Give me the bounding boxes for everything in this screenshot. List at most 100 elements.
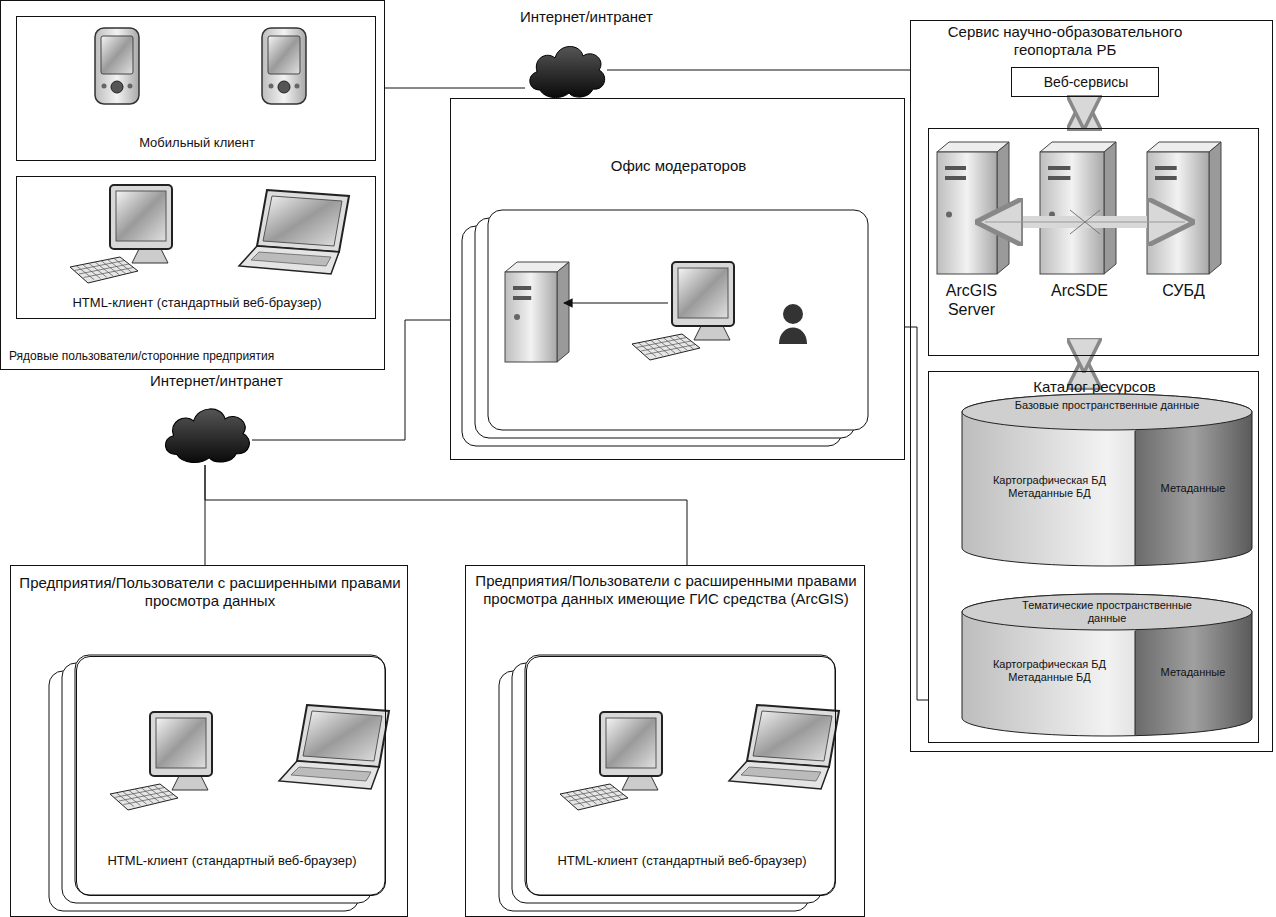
person-head	[783, 304, 803, 324]
keyboard-col	[114, 258, 132, 272]
laptop-base	[239, 246, 339, 274]
node-label: Каталог ресурсов	[929, 378, 1260, 396]
group-box: HTML-клиент (стандартный веб-браузер)	[76, 656, 386, 896]
cloud-outline	[530, 46, 605, 97]
server-side	[997, 142, 1009, 274]
laptop-keys	[741, 767, 821, 781]
server-front	[1040, 152, 1104, 274]
keyboard-col	[676, 335, 694, 349]
laptop-icon	[239, 190, 349, 274]
card	[488, 210, 868, 430]
group-box: ArcGIS ServerArcSDEСУБД	[928, 128, 1259, 356]
keyboard	[560, 784, 628, 810]
server-slot	[513, 296, 531, 300]
mobile-device-icon	[95, 28, 139, 104]
server-front	[505, 272, 557, 362]
node-label: Офис модераторов	[451, 157, 906, 175]
person-icon	[779, 304, 807, 344]
database-cylinder: Базовые пространственные данныеКартограф…	[962, 394, 1252, 566]
cloud-outline	[165, 409, 249, 463]
node-label: Мобильный клиент	[17, 135, 377, 151]
node-label: Веб-сервисы	[1012, 74, 1160, 91]
group-box: Каталог ресурсовБазовые пространственные…	[928, 371, 1259, 743]
keyboard-col	[598, 787, 616, 801]
laptop-lid	[297, 705, 389, 767]
cloud-shape	[525, 38, 607, 100]
keyboard-col	[89, 263, 107, 277]
phone-button	[111, 81, 123, 93]
node-label: СУБД	[1141, 281, 1226, 300]
laptop-screen	[263, 196, 342, 246]
node-label: Картографическая БД Метаданные БД	[967, 474, 1132, 500]
server-icon	[1147, 142, 1221, 274]
group-box: Мобильный клиент	[16, 16, 376, 161]
group-box: Сервис научно-образовательного геопортал…	[910, 20, 1273, 752]
double-arrow-connector	[1081, 358, 1088, 369]
server-led	[946, 212, 952, 218]
laptop-lid	[747, 705, 839, 767]
phone-button	[102, 84, 107, 89]
keyboard-col	[141, 788, 159, 802]
server-slot	[513, 286, 531, 290]
laptop-lid	[257, 190, 349, 252]
data-arrow	[564, 302, 668, 303]
phone-body	[95, 28, 139, 104]
keyboard-col	[657, 339, 675, 353]
phone-screen	[268, 36, 300, 74]
node-label: Метаданные	[1137, 666, 1249, 679]
desktop-computer-icon	[70, 185, 172, 283]
cylinder-top	[962, 594, 1252, 630]
group-box: HTML-клиент (стандартный веб-браузер)	[16, 176, 376, 319]
keyboard-col	[116, 793, 134, 807]
server-slot	[1155, 176, 1177, 180]
cylinder-body	[962, 594, 1252, 736]
keyboard	[70, 257, 138, 283]
keyboard-col	[651, 340, 669, 354]
node-label: Предприятия/Пользователи с расширенными …	[471, 572, 861, 608]
desktop-computer-icon	[560, 712, 662, 810]
keyboard-col	[585, 789, 603, 803]
keyboard-col	[591, 788, 609, 802]
monitor-bezel	[600, 712, 662, 776]
desktop-computer-icon	[632, 262, 734, 360]
group-box: Веб-сервисы	[1011, 67, 1159, 97]
server-icon	[505, 262, 569, 362]
network-line	[205, 465, 687, 565]
server-top	[1040, 142, 1116, 152]
network-line	[905, 327, 928, 700]
node-label: Сервис научно-образовательного геопортал…	[915, 23, 1215, 59]
node-label: ArcSDE	[1037, 281, 1122, 300]
server-slot	[945, 176, 966, 180]
node-label: HTML-клиент (стандартный веб-браузер)	[77, 853, 387, 869]
server-side	[557, 262, 569, 362]
server-slot	[1048, 166, 1070, 170]
laptop-base	[729, 761, 829, 789]
node-label: Предприятия/Пользователи с расширенными …	[16, 574, 404, 610]
divider-line	[1135, 631, 1136, 735]
keyboard-col	[123, 792, 141, 806]
server-top	[1147, 142, 1221, 152]
monitor-screen	[116, 191, 166, 241]
node-label: Тематические пространственные данные	[1007, 599, 1207, 625]
laptop-icon	[729, 705, 839, 789]
node-label: Метаданные	[1137, 482, 1249, 495]
keyboard-col	[566, 793, 584, 807]
server-slot	[945, 166, 966, 170]
keyboard-col	[604, 785, 622, 799]
server-front	[1147, 152, 1209, 274]
keyboard-col	[76, 266, 94, 280]
keyboard-col	[148, 787, 166, 801]
keyboard-col	[638, 343, 656, 357]
laptop-base	[279, 761, 379, 789]
laptop-keys	[291, 767, 371, 781]
keyboard-col	[129, 790, 147, 804]
monitor-bezel	[672, 262, 734, 326]
node-label: Рядовые пользователи/сторонние предприят…	[9, 349, 379, 363]
laptop-screen	[753, 711, 832, 761]
server-icon	[937, 142, 1009, 274]
person-body	[779, 328, 807, 345]
server-slot	[1048, 176, 1070, 180]
keyboard-col	[645, 342, 663, 356]
server-slot	[1155, 166, 1177, 170]
node-label: Базовые пространственные данные	[1007, 399, 1207, 412]
